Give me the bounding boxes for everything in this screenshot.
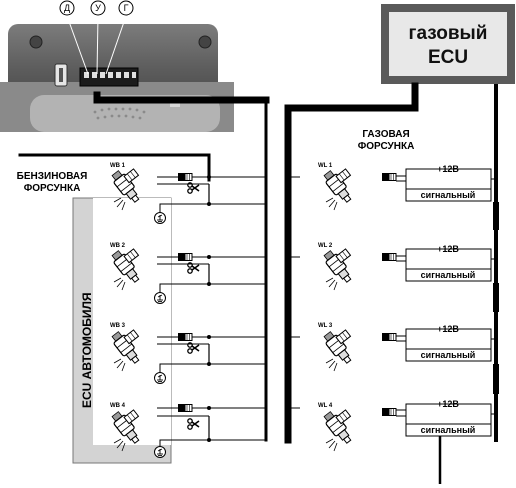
gas-injector-title: ГАЗОВАЯ ФОРСУНКА — [358, 129, 415, 152]
svg-text:БЕНЗИНОВАЯ: БЕНЗИНОВАЯ — [17, 171, 88, 182]
gas-injector-label: WL 1 — [318, 163, 333, 169]
pin-callout-d: Д — [59, 0, 75, 16]
power-label: +12В — [437, 324, 459, 334]
petrol-injector-row-4: WB 4 — [109, 403, 266, 458]
car-ecu-label: ECU АВТОМОБИЛЯ — [80, 292, 94, 408]
svg-text:Д: Д — [64, 3, 70, 13]
petrol-injector-row-1: WB 1 — [109, 162, 266, 224]
svg-text:ФОРСУНКА: ФОРСУНКА — [358, 141, 415, 152]
ground-icon — [154, 212, 166, 224]
gas-injector-row-1: WL 1 +12В сигнальный — [318, 162, 492, 211]
power-label: +12В — [437, 244, 459, 254]
signal-label: сигнальный — [421, 270, 476, 280]
gas-ecu-box: газовый ECU — [381, 4, 515, 84]
gas-injector-row-3: WL 3 +12В сигнальный — [318, 323, 492, 372]
svg-text:ФОРСУНКА: ФОРСУНКА — [24, 183, 81, 194]
pin-callout-u: У — [90, 0, 106, 16]
power-label: +12В — [437, 399, 459, 409]
svg-text:У: У — [95, 3, 101, 13]
ground-icon — [154, 446, 166, 458]
screw-icon — [198, 35, 212, 49]
pin-callout-g: Г — [118, 0, 134, 16]
gas-injector-row-4: WL 4 +12В сигнальный — [318, 399, 492, 484]
screw-icon — [29, 35, 43, 49]
gas-injector-label: WL 4 — [318, 403, 333, 409]
gas-ecu-subtitle: ECU — [428, 47, 468, 68]
petrol-injector-row-3: WB 3 — [109, 323, 266, 384]
scissors-icon — [187, 417, 200, 431]
power-label: +12В — [437, 164, 459, 174]
gas-injector-label: WL 2 — [318, 243, 333, 249]
gas-controller-device: Д У Г — [0, 0, 234, 132]
svg-text:ГАЗОВАЯ: ГАЗОВАЯ — [362, 129, 409, 140]
petrol-injector-label: WB 1 — [110, 163, 126, 169]
petrol-injector-row-2: WB 2 — [109, 242, 266, 304]
petrol-injector-label: WB 3 — [110, 323, 126, 329]
gas-ecu-title: газовый — [409, 23, 488, 44]
gas-injector-label: WL 3 — [318, 323, 333, 329]
svg-text:Г: Г — [124, 3, 129, 13]
ground-icon — [154, 292, 166, 304]
petrol-injector-title: БЕНЗИНОВАЯ ФОРСУНКА — [17, 171, 88, 194]
signal-label: сигнальный — [421, 425, 476, 435]
petrol-injector-label: WB 2 — [110, 243, 126, 249]
signal-label: сигнальный — [421, 190, 476, 200]
petrol-injector-label: WB 4 — [110, 403, 126, 409]
ground-icon — [154, 372, 166, 384]
signal-label: сигнальный — [421, 350, 476, 360]
gas-injector-row-2: WL 2 +12В сигнальный — [318, 242, 492, 291]
